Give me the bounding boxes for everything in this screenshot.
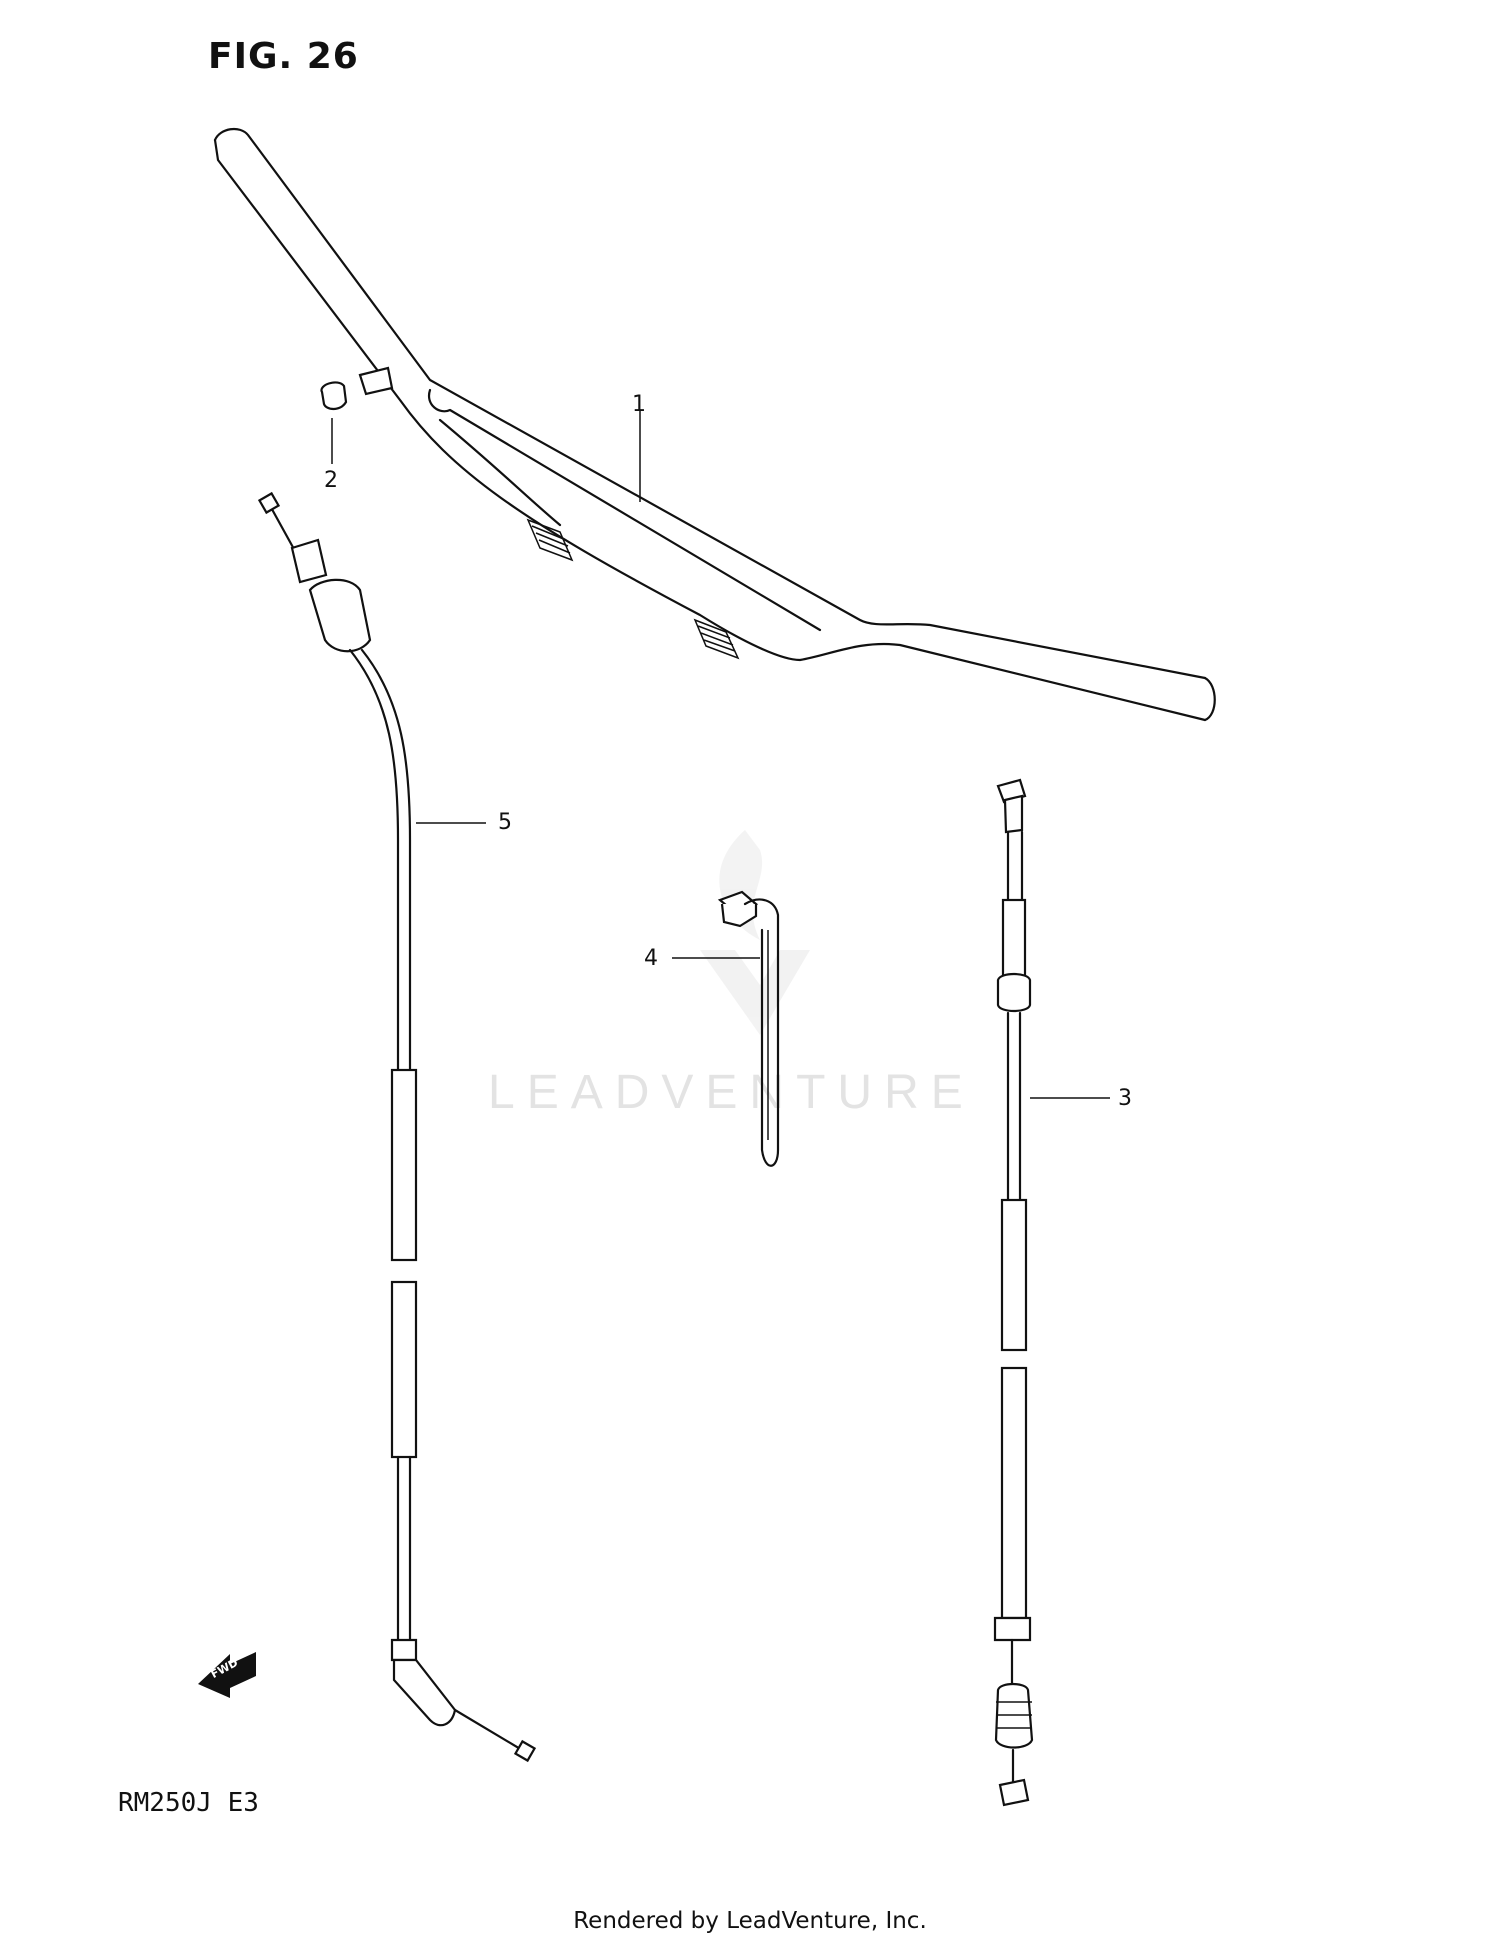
knurled-band-upper [526,518,574,562]
callout-2: 2 [324,468,338,493]
callout-3: 3 [1118,1086,1132,1111]
adjuster-part [717,890,780,1167]
handlebar-part [213,127,1216,722]
knurled-band-lower [693,618,740,660]
clutch-cable-part [993,778,1034,1807]
figure-title: FIG. 26 [208,36,359,77]
callout-1: 1 [632,392,646,417]
throttle-cable-part [257,491,537,1763]
model-code: RM250J E3 [118,1788,259,1818]
callout-5: 5 [498,810,512,835]
footer-credit: Rendered by LeadVenture, Inc. [573,1908,927,1934]
callout-4: 4 [644,946,658,971]
plug-part [320,381,348,411]
forward-arrow-icon [198,1652,256,1698]
watermark-text: LEADVENTURE [488,1066,975,1119]
